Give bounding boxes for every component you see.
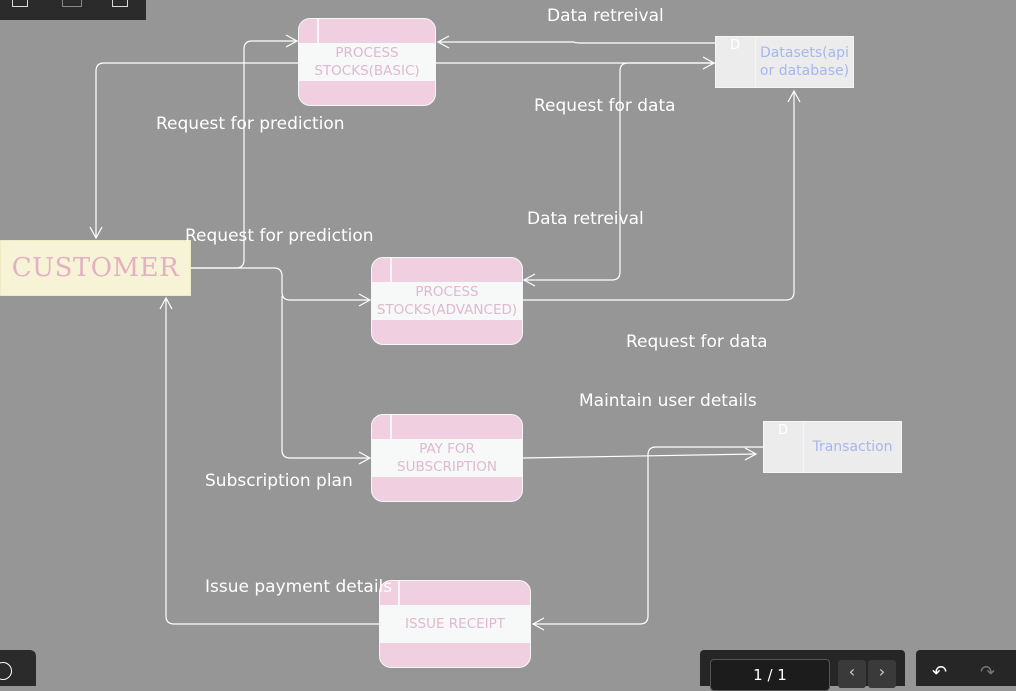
- arrowhead: [531, 617, 545, 631]
- arrowhead: [436, 35, 450, 49]
- arrowhead: [159, 296, 173, 310]
- datastore-transaction[interactable]: D Transaction: [763, 421, 902, 473]
- customer-label: CUSTOMER: [11, 253, 180, 283]
- datastore-id: D: [778, 423, 789, 438]
- flow-label-issue-payment-details: Issue payment details: [205, 577, 393, 597]
- process-issue-receipt[interactable]: ISSUE RECEIPT: [379, 580, 531, 668]
- customer-entity[interactable]: CUSTOMER: [0, 240, 191, 296]
- flow-label-request-for-data: Request for data: [626, 332, 768, 352]
- flow-receipt-to-customer: [165, 298, 380, 625]
- process-issue-receipt-label: ISSUE RECEIPT: [404, 616, 506, 632]
- flow-customer-to-advanced: [191, 267, 370, 301]
- arrowhead: [358, 451, 372, 465]
- flow-label-request-for-data: Request for data: [534, 96, 676, 116]
- arrowhead: [787, 89, 801, 103]
- flow-advanced-to-datasets: [522, 91, 795, 301]
- copy-icon[interactable]: [12, 0, 28, 7]
- export-icon[interactable]: [112, 0, 128, 7]
- flow-label-request-for-prediction: Request for prediction: [185, 226, 374, 246]
- flow-datasets-to-advanced: [524, 62, 716, 281]
- play-icon: [0, 662, 12, 680]
- flow-label-data-retreival: Data retreival: [527, 209, 644, 229]
- history-controls: ↶ ↷: [916, 650, 1016, 686]
- arrowhead: [89, 226, 103, 240]
- next-page-button[interactable]: ›: [868, 660, 896, 688]
- present-button[interactable]: [0, 650, 36, 686]
- page-indicator[interactable]: 1 / 1: [710, 659, 830, 691]
- flow-datasets-to-basic: [438, 41, 716, 44]
- top-toolbar: [0, 0, 146, 20]
- flow-label-request-for-prediction: Request for prediction: [156, 114, 345, 134]
- flow-customer-to-pay: [281, 296, 370, 459]
- undo-icon[interactable]: ↶: [932, 662, 948, 683]
- flow-pay-to-transaction: [521, 453, 757, 459]
- flow-label-data-retreival: Data retreival: [547, 6, 664, 26]
- arrowhead: [522, 273, 536, 287]
- previous-page-button[interactable]: ‹: [838, 660, 866, 688]
- arrowhead: [358, 293, 372, 307]
- arrowhead: [285, 34, 299, 48]
- arrowhead: [744, 447, 758, 461]
- datastore-transaction-label: Transaction: [812, 439, 893, 455]
- datastore-id: D: [730, 38, 741, 53]
- flow-basic-to-customer: [95, 62, 298, 238]
- redo-icon[interactable]: ↷: [980, 662, 996, 683]
- flow-label-subscription-plan: Subscription plan: [205, 471, 353, 491]
- flow-label-maintain-user-details: Maintain user details: [579, 391, 757, 411]
- flow-transaction-to-receipt: [533, 446, 764, 625]
- link-icon[interactable]: [62, 0, 82, 7]
- page-navigator: 1 / 1 ‹ ›: [700, 650, 905, 691]
